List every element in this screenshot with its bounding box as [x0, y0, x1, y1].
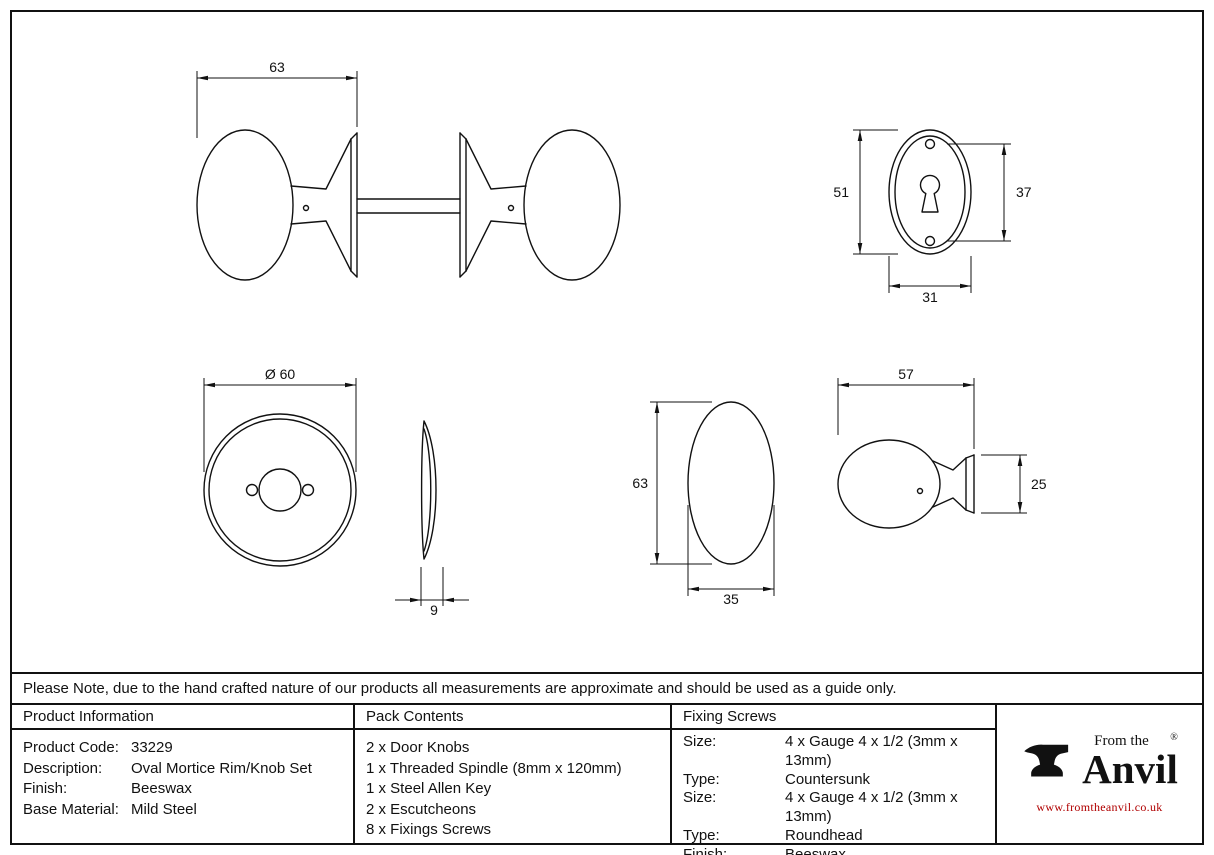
brand-website: www.fromtheanvil.co.uk — [1036, 799, 1163, 814]
oval-knob-front — [687, 401, 775, 565]
row-label: Finish: — [683, 845, 728, 855]
list-item: 2 x Escutcheons — [366, 800, 477, 818]
row-label: Base Material: — [23, 800, 119, 818]
dim-escutcheon-width: 31 — [922, 289, 938, 305]
logo-tagline-text: From the — [1094, 733, 1149, 750]
knob-front-drawing: 63 35 — [632, 401, 775, 607]
row-label: Type: — [683, 770, 720, 788]
rose-screw-hole-left — [245, 483, 259, 497]
dim-rose-depth: 9 — [430, 602, 438, 618]
table-row: Base Material: Mild Steel — [23, 800, 345, 821]
row-label: Description: — [23, 759, 103, 777]
right-knob-head — [523, 129, 621, 281]
technical-drawings: 63 51 37 31 — [196, 59, 1047, 618]
pack-contents-header: Pack Contents — [355, 705, 670, 730]
table-row: Finish: Beeswax — [23, 779, 345, 800]
fixing-screws-body: Size: 4 x Gauge 4 x 1/2 (3mm x 13mm) Typ… — [672, 730, 995, 855]
screw-hole-top — [924, 138, 936, 150]
note-bar: Please Note, due to the hand crafted nat… — [12, 672, 1202, 703]
dim-rose-diameter: Ø 60 — [265, 366, 296, 382]
table-row: Size: 4 x Gauge 4 x 1/2 (3mm x 13mm) — [683, 789, 987, 827]
product-information-body: Product Code: 33229 Description: Oval Mo… — [12, 730, 353, 843]
info-table: Product Information Product Code: 33229 … — [12, 703, 1202, 855]
grub-screw-hole — [302, 204, 310, 212]
logo-row: From the ® Anvil — [1021, 733, 1178, 789]
product-information-column: Product Information Product Code: 33229 … — [12, 705, 355, 843]
logo-tagline: From the ® — [1082, 733, 1178, 750]
row-value: 33229 — [131, 739, 173, 756]
row-label: Type: — [683, 826, 720, 844]
rose-inner-circle — [208, 418, 352, 562]
rose-screw-hole-right — [301, 483, 315, 497]
row-label: Size: — [683, 789, 717, 807]
rose-front-drawing: Ø 60 — [203, 366, 357, 567]
keyhole — [919, 174, 941, 213]
product-information-header: Product Information — [12, 705, 353, 730]
list-item: 1 x Threaded Spindle (8mm x 120mm) — [366, 759, 622, 777]
row-value: Beeswax — [785, 845, 846, 855]
row-value: Beeswax — [131, 780, 192, 797]
spindle-hub — [258, 468, 302, 512]
table-row: Finish: Beeswax — [683, 846, 987, 855]
escutcheon-inner — [894, 135, 966, 249]
registered-mark: ® — [1170, 732, 1178, 744]
list-item: 1 x Steel Allen Key — [366, 780, 492, 797]
knob-side-head — [837, 439, 941, 529]
dim-escutcheon-screw-centres: 37 — [1016, 184, 1032, 200]
brand-logo: From the ® Anvil www.fromtheanvil.co.uk — [997, 705, 1202, 843]
anvil-icon — [1024, 744, 1069, 777]
table-row: Size: 4 x Gauge 4 x 1/2 (3mm x 13mm) — [683, 733, 987, 771]
dim-knob-rose-diameter: 25 — [1031, 476, 1047, 492]
fixing-screws-column: Fixing Screws Size: 4 x Gauge 4 x 1/2 (3… — [672, 705, 997, 855]
list-item: 8 x Fixings Screws — [366, 821, 492, 838]
dim-knob-width: 35 — [723, 591, 739, 607]
rose-side-drawing: 9 — [395, 420, 469, 618]
table-row: Product Code: 33229 — [23, 738, 345, 759]
knob-pair-drawing: 63 — [196, 59, 621, 281]
list-item: 2 x Door Knobs — [366, 739, 470, 756]
dim-escutcheon-height: 51 — [833, 184, 849, 200]
escutcheon-drawing: 51 37 31 — [833, 129, 1032, 305]
dim-knob-assembly-width: 63 — [269, 59, 285, 75]
row-value: Oval Mortice Rim/Knob Set — [131, 759, 312, 777]
grub-screw-hole — [916, 487, 924, 495]
pack-contents-body: 2 x Door Knobs 1 x Threaded Spindle (8mm… — [355, 730, 670, 843]
table-row: Type: Countersunk — [683, 771, 987, 790]
row-label: Size: — [683, 733, 717, 750]
screw-hole-bottom — [924, 235, 936, 247]
row-label: Finish: — [23, 780, 68, 797]
pack-contents-column: Pack Contents 2 x Door Knobs 1 x Threade… — [355, 705, 672, 843]
row-value: 4 x Gauge 4 x 1/2 (3mm x 13mm) — [785, 789, 958, 826]
table-row: Type: Roundhead — [683, 827, 987, 846]
logo-text: From the ® Anvil — [1082, 733, 1178, 793]
note-text: Please Note, due to the hand crafted nat… — [23, 680, 897, 697]
fixing-screws-header: Fixing Screws — [672, 705, 995, 730]
logo-name: Anvil — [1082, 746, 1178, 793]
row-label: Product Code: — [23, 739, 119, 756]
row-value: Countersunk — [785, 770, 871, 788]
left-knob-head — [196, 129, 294, 281]
row-value: Mild Steel — [131, 800, 197, 818]
knob-side-drawing: 57 25 — [837, 366, 1047, 529]
dim-knob-projection: 57 — [898, 366, 914, 382]
row-value: Roundhead — [785, 826, 863, 844]
dim-knob-height: 63 — [632, 475, 648, 491]
row-value: 4 x Gauge 4 x 1/2 (3mm x 13mm) — [785, 733, 958, 769]
escutcheon-outer — [888, 129, 972, 255]
table-row: Description: Oval Mortice Rim/Knob Set — [23, 759, 345, 780]
rose-outer-circle — [203, 413, 357, 567]
rose-profile — [420, 420, 437, 560]
sheet-frame: 63 51 37 31 — [10, 10, 1204, 855]
